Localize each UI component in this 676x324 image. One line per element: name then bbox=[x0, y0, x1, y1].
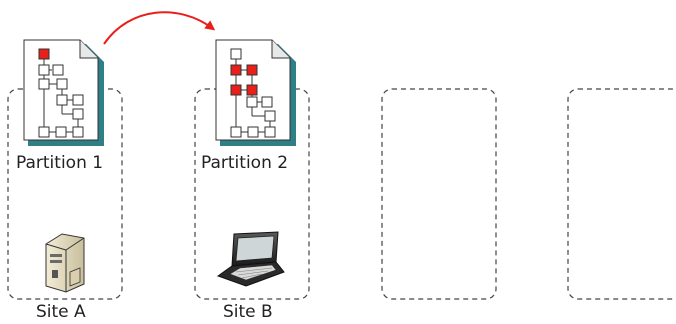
site-box-empty-1 bbox=[381, 88, 497, 300]
document-tree-icon bbox=[23, 39, 104, 146]
laptop-icon bbox=[216, 231, 285, 287]
partition-label-2: Partition 2 bbox=[201, 153, 289, 173]
partition-label-1: Partition 1 bbox=[16, 153, 104, 173]
red-arrow bbox=[103, 11, 216, 45]
site-box-empty-2 bbox=[567, 88, 676, 300]
desktop-computer-icon bbox=[45, 233, 85, 293]
document-tree-icon bbox=[215, 39, 296, 146]
site-label-b: Site B bbox=[223, 302, 273, 322]
site-label-a: Site A bbox=[36, 302, 86, 322]
